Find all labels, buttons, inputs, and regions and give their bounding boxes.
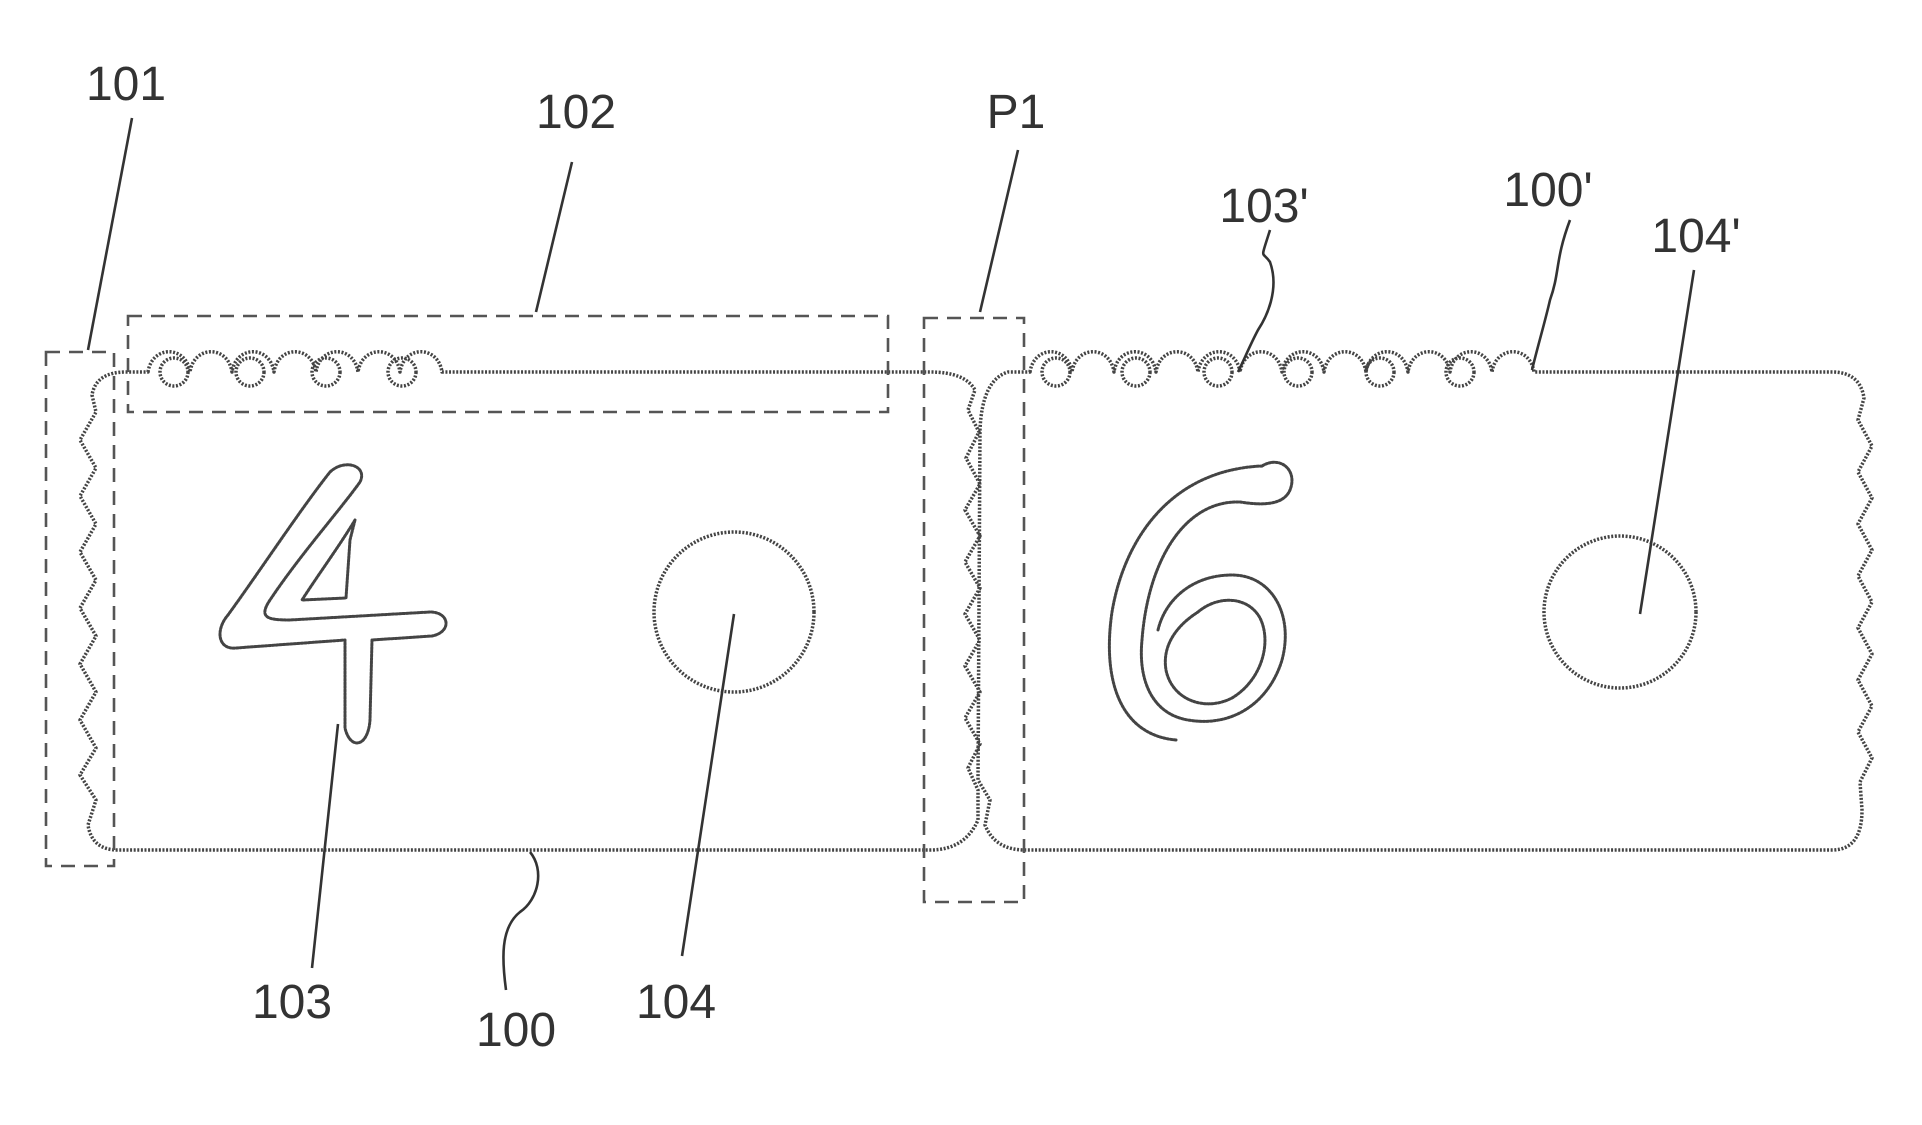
notch-circle [236, 358, 264, 386]
label-p1: P1 [987, 86, 1046, 139]
leader-104 [682, 614, 734, 956]
leader-103-prime [1238, 230, 1273, 372]
segment-100-prime-outline [978, 352, 1872, 850]
label-102: 102 [536, 86, 616, 139]
hole-104-prime [1544, 536, 1696, 688]
numeral-6-glyph [1109, 462, 1292, 740]
label-104: 104 [636, 976, 716, 1029]
hole-104 [654, 532, 814, 692]
leader-102 [536, 162, 572, 312]
leader-104-prime [1640, 270, 1694, 614]
notch-circle [1366, 358, 1394, 386]
segment-100-prime [978, 352, 1872, 850]
region-p1-box [924, 318, 1024, 902]
leader-p1 [980, 150, 1018, 312]
notch-circle [160, 358, 188, 386]
notch-circle [1284, 358, 1312, 386]
label-104-prime: 104' [1651, 210, 1740, 263]
label-100-prime: 100' [1503, 164, 1592, 217]
label-103-prime: 103' [1219, 180, 1308, 233]
segment-100 [80, 352, 980, 850]
leader-100 [503, 852, 538, 990]
label-103: 103 [252, 976, 332, 1029]
notch-circle [1204, 358, 1232, 386]
notch-circle [312, 358, 340, 386]
label-100: 100 [476, 1004, 556, 1057]
numeral-4-glyph [220, 465, 446, 743]
notch-circle [1042, 358, 1070, 386]
segment-100-outline [80, 352, 980, 850]
notch-circle [1122, 358, 1150, 386]
notch-circle [388, 358, 416, 386]
region-102-box [128, 316, 888, 412]
leader-100-prime [1532, 220, 1570, 370]
leader-103 [312, 724, 338, 968]
leader-101 [88, 118, 132, 350]
label-101: 101 [86, 58, 166, 111]
